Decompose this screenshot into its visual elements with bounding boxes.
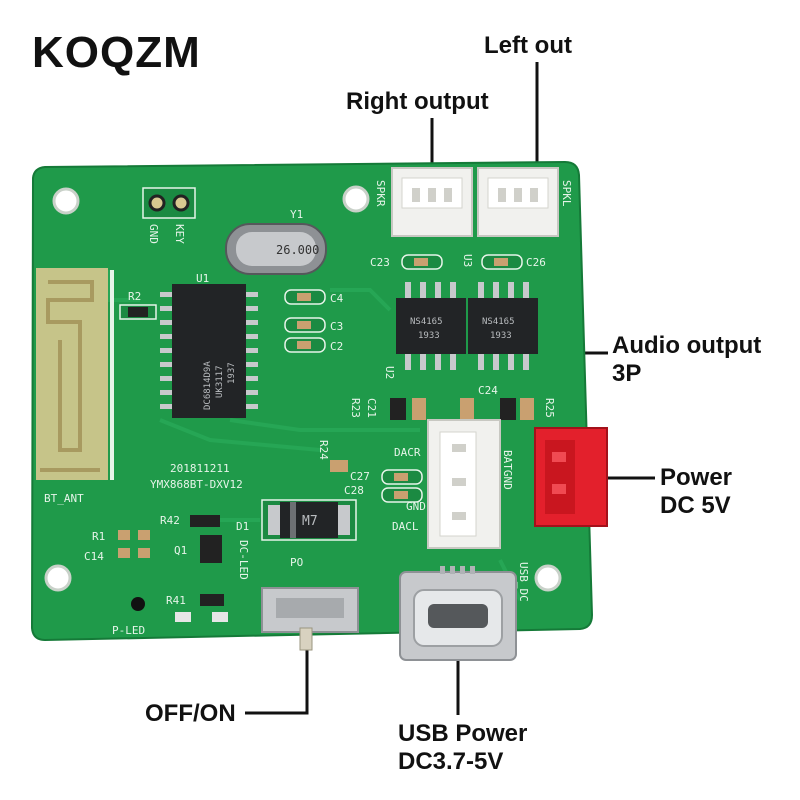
smd-components [118,254,534,622]
silk-c28: C28 [344,484,364,497]
silk-q1: Q1 [174,544,187,557]
gnd-key-header [142,187,196,219]
silk-r25: R25 [543,398,556,418]
brand-logo: KOQZM [32,28,201,77]
silk-u1: U1 [196,272,209,285]
micro-usb-port [399,566,517,661]
diode-m7 [261,499,357,541]
mounting-hole [52,187,80,215]
silk-c23: C23 [370,256,390,269]
audio-output-connector [427,419,501,549]
silk-c24: C24 [478,384,498,397]
silk-bt-ant: BT_ANT [44,492,84,505]
silk-y1: Y1 [290,208,303,221]
callout-usb-power: USB Power DC3.7-5V [398,720,527,775]
silk-model-line2: YMX868BT-DXV12 [150,478,243,491]
callout-power-line2: DC 5V [660,491,731,519]
callout-off-on: OFF/ON [145,700,236,727]
silk-c14: C14 [84,550,104,563]
silk-u3: U3 [461,254,474,267]
silk-r1: R1 [92,530,105,543]
silk-p-led: P-LED [112,624,145,637]
amp-chip-right [468,298,538,354]
silk-c3: C3 [330,320,343,333]
off-on-line [245,650,309,715]
silk-c26: C26 [526,256,546,269]
u1-chip [160,284,258,418]
silk-r23: R23 [349,398,362,418]
amplifier-chips [396,282,538,370]
silk-po: PO [290,556,303,569]
silk-c21: C21 [365,398,378,418]
silk-dc-led: DC-LED [237,540,250,580]
speaker-connectors [391,167,559,237]
callout-right-output: Right output [346,88,489,115]
u1-marking-line1: DC6814D9A [203,361,213,410]
silk-c27: C27 [350,470,370,483]
silk-dacr: DACR [394,446,421,459]
amp-right-marking-1: NS4165 [482,317,515,327]
u1-marking-line3: 1937 [227,362,237,384]
silk-d1: D1 [236,520,249,533]
amp-left-marking-1: NS4165 [410,317,443,327]
diode-marking: M7 [302,514,318,529]
silkscreen-labels: GND KEY Y1 U1 R2 C4 C3 C2 SPKR SPKL C23 … [44,180,573,637]
silk-gnd: GND [147,224,160,244]
amp-chip-left [396,298,466,354]
silk-spkr: SPKR [374,180,387,207]
silk-gnd2: GND [406,500,426,513]
silk-usb-dc: USB_DC [517,562,530,602]
silk-key: KEY [173,224,186,244]
amp-right-marking-2: 1933 [490,331,512,341]
u1-marking-line2: UK3117 [215,365,225,398]
silk-r41: R41 [166,594,186,607]
mounting-hole [44,564,72,592]
callout-audio-output-line2: 3P [612,359,642,387]
crystal-marking: 26.000 [276,243,319,257]
u1-marking: DC6814D9A UK3117 1937 [203,361,237,410]
power-connector [534,427,608,527]
callout-left-out: Left out [484,32,572,59]
callout-usb-power-line2: DC3.7-5V [398,747,504,775]
silk-model-line1: 201811211 [170,462,230,475]
callout-power: Power DC 5V [660,464,732,519]
silk-spkl: SPKL [560,180,573,207]
callout-usb-power-line1: USB Power [398,720,528,747]
silk-c2: C2 [330,340,343,353]
silk-u2: U2 [383,366,396,379]
silk-r42: R42 [160,514,180,527]
power-switch [261,587,359,651]
amp-left-marking-2: 1933 [418,331,440,341]
silk-r2: R2 [128,290,141,303]
silk-r24: R24 [317,440,330,460]
bluetooth-antenna [36,268,114,480]
mounting-hole [342,185,370,213]
silk-batgnd: BATGND [501,450,514,490]
callout-power-line1: Power [660,464,733,491]
crystal-oscillator [225,223,327,275]
silk-c4: C4 [330,292,344,305]
callout-audio-output-line1: Audio output [612,332,762,359]
callout-audio-output: Audio output 3P [612,332,761,387]
mounting-hole [534,564,562,592]
silk-dacl: DACL [392,520,419,533]
